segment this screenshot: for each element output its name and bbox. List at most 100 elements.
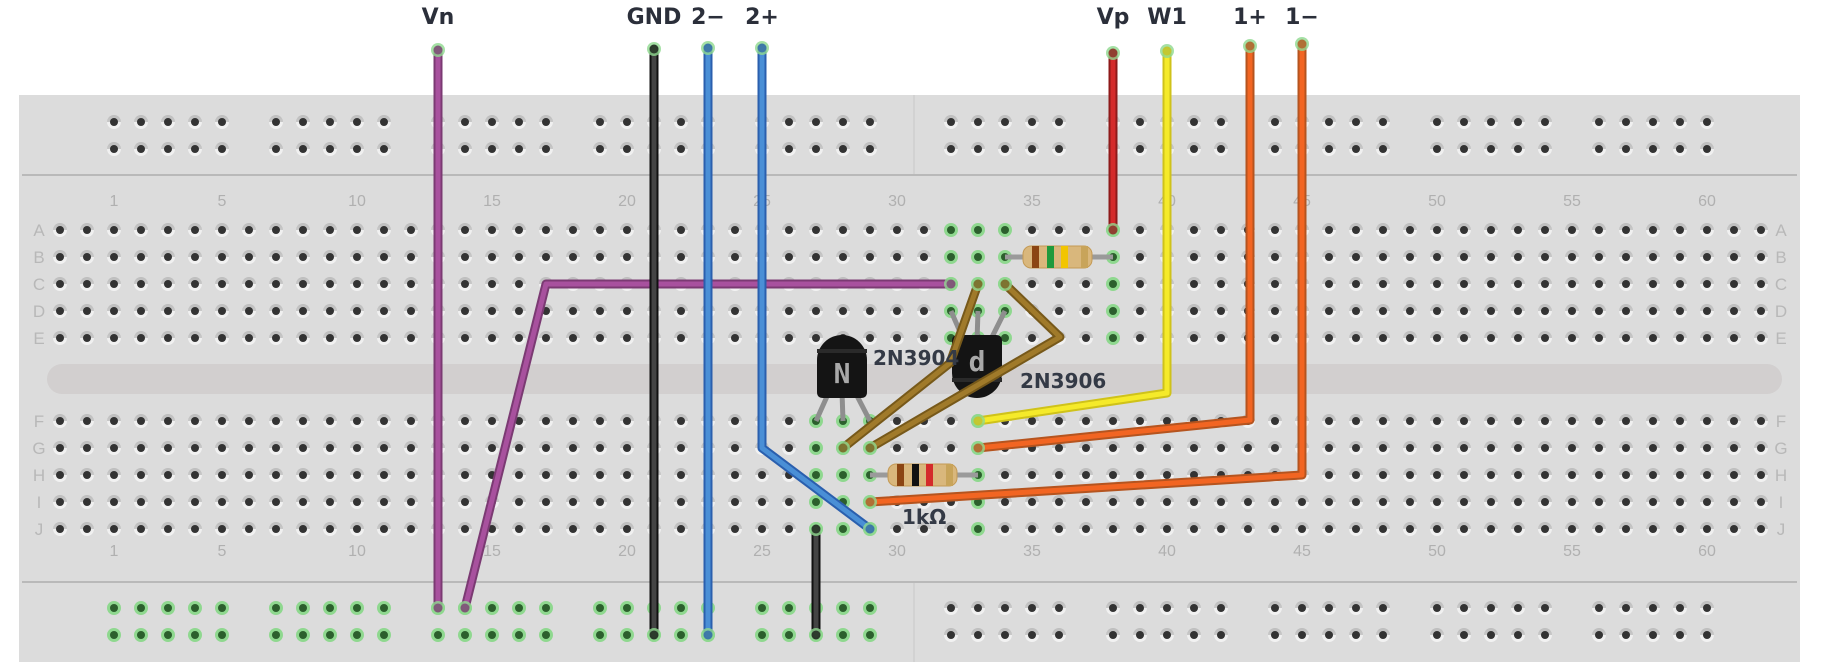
- top-rail-hole[interactable]: [1673, 115, 1687, 129]
- breadboard-hole[interactable]: [215, 223, 229, 237]
- breadboard-hole[interactable]: [1025, 331, 1039, 345]
- breadboard-hole[interactable]: [404, 277, 418, 291]
- breadboard-hole[interactable]: [998, 495, 1012, 509]
- breadboard-hole[interactable]: [296, 522, 310, 536]
- breadboard-hole[interactable]: [1430, 414, 1444, 428]
- top-rail-hole[interactable]: [1646, 115, 1660, 129]
- resistor-r1[interactable]: [1005, 245, 1113, 269]
- breadboard-hole[interactable]: [1403, 414, 1417, 428]
- breadboard-hole[interactable]: [458, 250, 472, 264]
- breadboard-hole[interactable]: [1457, 495, 1471, 509]
- bottom-rail-hole[interactable]: [539, 601, 553, 615]
- breadboard-hole[interactable]: [188, 468, 202, 482]
- breadboard-hole[interactable]: [1754, 522, 1768, 536]
- breadboard-hole[interactable]: [1025, 277, 1039, 291]
- breadboard-hole[interactable]: [404, 223, 418, 237]
- breadboard-hole[interactable]: [161, 522, 175, 536]
- breadboard-hole[interactable]: [782, 250, 796, 264]
- breadboard-hole[interactable]: [80, 331, 94, 345]
- top-rail-hole[interactable]: [1619, 115, 1633, 129]
- breadboard-hole[interactable]: [1484, 441, 1498, 455]
- breadboard-hole[interactable]: [1538, 414, 1552, 428]
- breadboard-hole[interactable]: [674, 522, 688, 536]
- breadboard-hole[interactable]: [593, 250, 607, 264]
- breadboard-hole[interactable]: [1079, 495, 1093, 509]
- breadboard-hole[interactable]: [1484, 250, 1498, 264]
- top-rail-hole[interactable]: [1052, 142, 1066, 156]
- breadboard-hole[interactable]: [1322, 223, 1336, 237]
- breadboard-hole[interactable]: [1511, 223, 1525, 237]
- breadboard-hole[interactable]: [53, 522, 67, 536]
- breadboard-hole[interactable]: [1349, 468, 1363, 482]
- breadboard-hole[interactable]: [1268, 223, 1282, 237]
- bottom-rail-hole[interactable]: [431, 628, 445, 642]
- top-rail-hole[interactable]: [782, 142, 796, 156]
- breadboard-hole[interactable]: [188, 522, 202, 536]
- breadboard-hole[interactable]: [1484, 495, 1498, 509]
- breadboard-hole[interactable]: [377, 331, 391, 345]
- breadboard-hole[interactable]: [1160, 468, 1174, 482]
- breadboard-hole[interactable]: [1565, 250, 1579, 264]
- wire-vn[interactable]: [431, 43, 445, 615]
- breadboard-hole[interactable]: [620, 495, 634, 509]
- breadboard-hole[interactable]: [107, 277, 121, 291]
- bottom-rail-hole[interactable]: [1376, 628, 1390, 642]
- breadboard-hole[interactable]: [1673, 468, 1687, 482]
- breadboard-hole[interactable]: [1376, 414, 1390, 428]
- bottom-rail-hole[interactable]: [1052, 628, 1066, 642]
- breadboard-hole[interactable]: [80, 468, 94, 482]
- breadboard-hole[interactable]: [323, 250, 337, 264]
- breadboard-hole[interactable]: [512, 250, 526, 264]
- bottom-rail-hole[interactable]: [377, 601, 391, 615]
- breadboard-hole[interactable]: [593, 331, 607, 345]
- breadboard-hole[interactable]: [620, 414, 634, 428]
- breadboard-hole[interactable]: [1187, 277, 1201, 291]
- bottom-rail-hole[interactable]: [782, 601, 796, 615]
- breadboard-hole[interactable]: [1700, 414, 1714, 428]
- breadboard-hole[interactable]: [1214, 331, 1228, 345]
- breadboard-hole[interactable]: [1511, 441, 1525, 455]
- breadboard-hole[interactable]: [215, 495, 229, 509]
- breadboard-hole[interactable]: [485, 304, 499, 318]
- breadboard-hole[interactable]: [1538, 468, 1552, 482]
- bottom-rail-hole[interactable]: [1052, 601, 1066, 615]
- wire-neg1[interactable]: [863, 37, 1309, 509]
- breadboard-hole[interactable]: [863, 331, 877, 345]
- breadboard-hole[interactable]: [296, 331, 310, 345]
- bottom-rail-hole[interactable]: [485, 601, 499, 615]
- breadboard-hole[interactable]: [1376, 495, 1390, 509]
- top-rail-hole[interactable]: [1484, 142, 1498, 156]
- breadboard-hole[interactable]: [1538, 250, 1552, 264]
- breadboard-hole[interactable]: [1646, 277, 1660, 291]
- breadboard-hole[interactable]: [1754, 250, 1768, 264]
- breadboard-hole[interactable]: [458, 495, 472, 509]
- bottom-rail-hole[interactable]: [458, 628, 472, 642]
- breadboard-hole[interactable]: [107, 223, 121, 237]
- top-rail-hole[interactable]: [1484, 115, 1498, 129]
- bottom-rail-hole[interactable]: [1295, 601, 1309, 615]
- breadboard-hole[interactable]: [1214, 223, 1228, 237]
- top-rail-hole[interactable]: [782, 115, 796, 129]
- breadboard-hole[interactable]: [1727, 495, 1741, 509]
- breadboard-hole[interactable]: [1133, 223, 1147, 237]
- breadboard-hole[interactable]: [485, 441, 499, 455]
- breadboard-hole[interactable]: [1160, 441, 1174, 455]
- top-rail-hole[interactable]: [1025, 115, 1039, 129]
- breadboard-hole[interactable]: [323, 223, 337, 237]
- breadboard-hole[interactable]: [566, 468, 580, 482]
- bottom-rail-hole[interactable]: [161, 628, 175, 642]
- breadboard-hole[interactable]: [323, 414, 337, 428]
- breadboard-hole[interactable]: [215, 522, 229, 536]
- breadboard-hole[interactable]: [1106, 331, 1120, 345]
- breadboard-hole[interactable]: [971, 522, 985, 536]
- breadboard-hole[interactable]: [350, 304, 364, 318]
- breadboard-hole[interactable]: [161, 277, 175, 291]
- breadboard-hole[interactable]: [1754, 277, 1768, 291]
- breadboard-hole[interactable]: [566, 250, 580, 264]
- breadboard-hole[interactable]: [1376, 468, 1390, 482]
- breadboard-hole[interactable]: [296, 414, 310, 428]
- bottom-rail-hole[interactable]: [1538, 628, 1552, 642]
- breadboard-hole[interactable]: [1754, 441, 1768, 455]
- top-rail-hole[interactable]: [1322, 142, 1336, 156]
- breadboard-hole[interactable]: [620, 250, 634, 264]
